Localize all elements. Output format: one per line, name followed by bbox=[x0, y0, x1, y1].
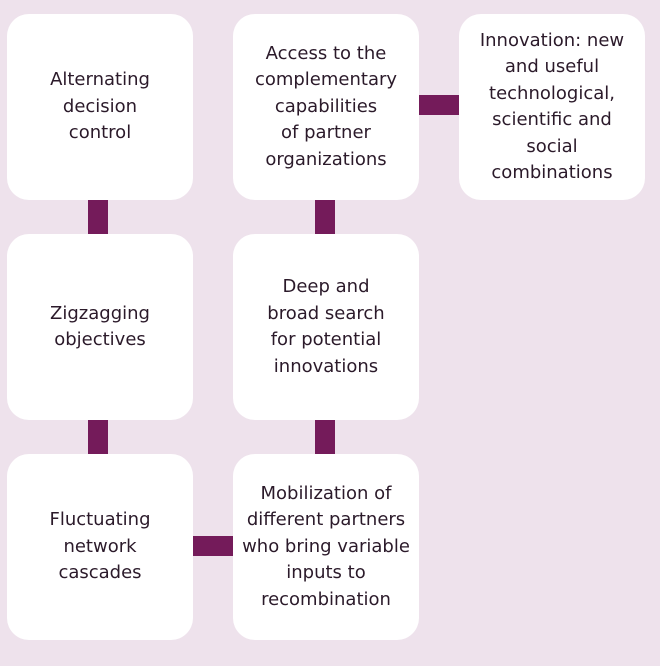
node-label: Innovation: new and useful technological… bbox=[479, 29, 625, 184]
node-label: Mobilization of different partners who b… bbox=[242, 482, 410, 610]
node-label: Alternating decision control bbox=[50, 69, 150, 144]
connector-access-deep-search bbox=[315, 200, 335, 234]
node-innovation: Innovation: new and useful technological… bbox=[459, 14, 645, 200]
node-label: Zigzagging objectives bbox=[50, 302, 150, 351]
connector-access-innovation bbox=[419, 95, 459, 115]
node-alternating-decision-control: Alternating decision control bbox=[7, 14, 193, 200]
connector-fluctuating-mobilization bbox=[193, 536, 233, 556]
connector-alternating-zigzagging bbox=[88, 200, 108, 234]
node-mobilization-of-partners: Mobilization of different partners who b… bbox=[233, 454, 419, 640]
node-deep-broad-search: Deep and broad search for potential inno… bbox=[233, 234, 419, 420]
node-label: Fluctuating network cascades bbox=[49, 509, 151, 584]
connector-deep-search-mobilization bbox=[315, 420, 335, 454]
node-label: Deep and broad search for potential inno… bbox=[267, 276, 385, 377]
connector-zigzagging-fluctuating bbox=[88, 420, 108, 454]
node-fluctuating-network-cascades: Fluctuating network cascades bbox=[7, 454, 193, 640]
node-zigzagging-objectives: Zigzagging objectives bbox=[7, 234, 193, 420]
node-label: Access to the complementary capabilities… bbox=[254, 42, 398, 170]
node-access-complementary-capabilities: Access to the complementary capabilities… bbox=[233, 14, 419, 200]
